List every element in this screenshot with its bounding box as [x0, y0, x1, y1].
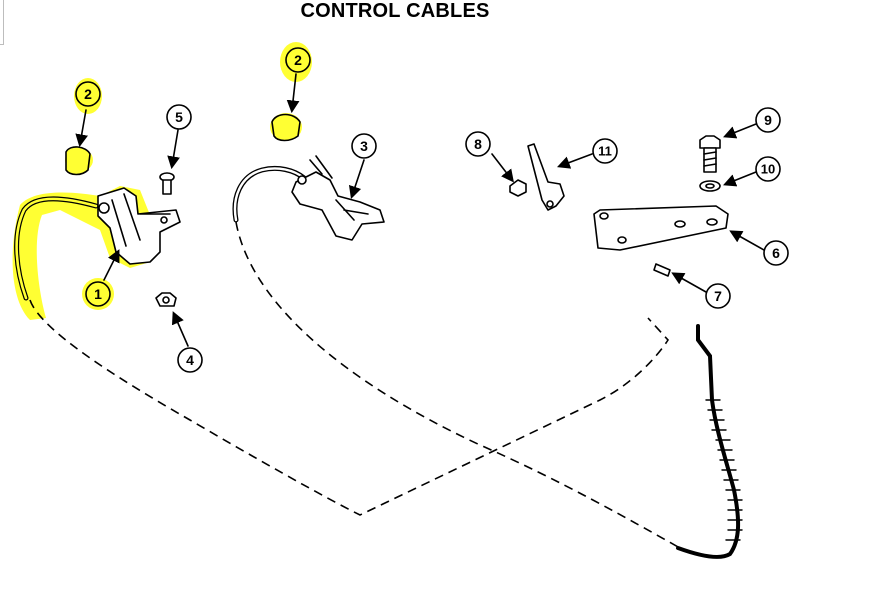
callout-3-label: 3 — [360, 138, 368, 154]
callout-2-mid: 2 — [285, 47, 311, 73]
callout-8: 8 — [465, 131, 491, 157]
washer-part-10 — [699, 180, 721, 192]
callout-1-label: 1 — [94, 286, 102, 302]
cable-bracket-mid — [291, 171, 385, 241]
callout-2-left: 2 — [75, 81, 101, 107]
cable-routing-paths — [29, 221, 681, 549]
routing-path-mid-cable — [235, 221, 681, 549]
bracket-part-6 — [593, 205, 729, 251]
callout-10: 10 — [755, 156, 781, 182]
callout-7-label: 7 — [714, 288, 722, 304]
leader-arrows — [75, 73, 765, 347]
nut-part-8 — [509, 179, 527, 197]
screw-part-5 — [159, 172, 175, 195]
knob-mid — [271, 113, 301, 142]
cable-assembly-left — [14, 187, 181, 301]
callout-11: 11 — [592, 138, 618, 164]
callout-9-label: 9 — [764, 112, 772, 128]
screw-part-7 — [653, 263, 671, 277]
callout-3: 3 — [351, 133, 377, 159]
lever-part-11 — [527, 143, 565, 211]
callout-5: 5 — [166, 104, 192, 130]
cable-right — [676, 324, 743, 559]
callout-9: 9 — [755, 107, 781, 133]
cable-bracket-left — [97, 187, 181, 265]
callout-4: 4 — [177, 347, 203, 373]
frame-edge — [0, 0, 4, 45]
nut-part-4 — [155, 292, 177, 307]
callout-11-label: 11 — [598, 144, 612, 159]
callout-8-label: 8 — [474, 136, 482, 152]
callout-6-label: 6 — [772, 245, 780, 261]
callout-4-label: 4 — [186, 352, 194, 368]
knob-left — [65, 146, 91, 176]
highlight-callout-2-mid — [280, 42, 312, 82]
routing-path-left-cable — [29, 299, 670, 516]
highlight-callout-2-left — [74, 78, 102, 114]
callout-6: 6 — [763, 240, 789, 266]
callout-10-label: 10 — [761, 162, 775, 177]
callout-2-mid-label: 2 — [294, 52, 302, 68]
cable-assembly-mid — [232, 155, 385, 241]
diagram-title: CONTROL CABLES — [300, 0, 490, 22]
callout-1: 1 — [85, 281, 111, 307]
callout-7: 7 — [705, 283, 731, 309]
callout-2-left-label: 2 — [84, 86, 92, 102]
bolt-part-9 — [699, 135, 721, 173]
callout-5-label: 5 — [175, 109, 183, 125]
